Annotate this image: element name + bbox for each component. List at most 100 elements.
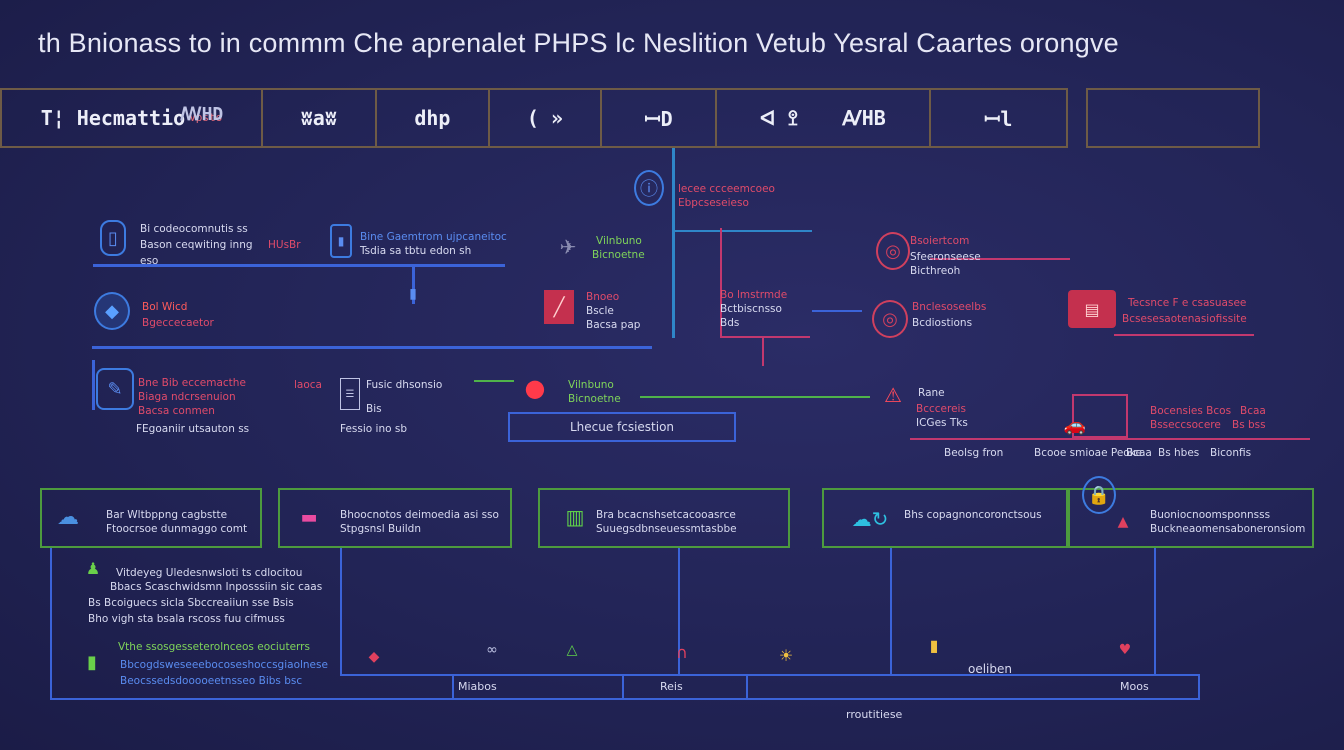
toolbar-cell-2[interactable]: ʬaʬ [263,90,377,146]
node-text: Sfeeronseese [910,251,981,263]
toolbar-cell-label: dhp [414,106,451,130]
list-icon: ☰ [340,378,360,410]
node-text: Bnoeo [586,291,620,303]
satellite-icon: ✈ [559,235,577,259]
connector-line [640,396,870,398]
fingerprint-icon: ◎ [876,232,910,270]
connector-line [672,148,675,338]
stage-text: Buoniocnoomsponnsss [1150,509,1271,521]
node-text: Bason ceqwiting inng [140,239,253,251]
connector-line [92,346,652,349]
timeline-divider [746,674,748,700]
alert-icon: ⚠ [884,383,902,407]
note-text: Bs Bcoiguecs sicla Sbccreaiiun sse Bsis [88,597,294,609]
node-text: Bsseccsocere [1150,419,1221,431]
node-text: Bds [720,317,740,329]
toolbar-cell-label: ( » [526,106,564,130]
toolbar-empty-cell[interactable] [1086,88,1260,148]
node-text: Vilnbuno [568,379,614,391]
chart-icon: ╱ [544,290,574,324]
timeline-tick [1154,548,1156,674]
heart-icon: ♥ [1118,642,1132,658]
node-text: Bacsa pap [586,319,641,331]
connector-line [720,228,722,338]
timeline-footer: rroutitiese [846,708,903,721]
person-icon: ♟ [85,558,101,578]
bell-icon: ● [524,374,546,402]
node-text: Bicthreoh [910,265,961,277]
toolbar-cell-3[interactable]: dhp [377,90,491,146]
timeline-tick [678,548,680,674]
node-text: lecee ccceemcoeo [678,183,775,195]
connector-line [92,360,95,410]
node-text: Bicnoetne [568,393,621,405]
node-text: Fusic dhsonsio [366,379,443,391]
stage-box-2[interactable] [278,488,512,548]
note-text: Beocssedsdooooeetnsseo Bibs bsc [120,675,303,687]
connector-line [672,230,812,232]
toolbar: T¦ Hecmattio Vpsto ʬaʬ dhp ( » ꟷD ᐊ ꖶ ꜸH… [0,88,1068,148]
timeline-marker: oeliben [968,662,1012,676]
node-text: Biaga ndcrsenuion [138,391,236,403]
toolbar-cell-label: ꟷD [644,106,673,131]
node-text: Bis [366,403,382,415]
stage-text: Bhs copagnoncoronctsous [904,509,1042,521]
info-icon: ⓘ [634,170,664,206]
stage-box-5[interactable] [1068,488,1314,548]
node-text: Bcsesesaotenasiofissite [1122,313,1247,325]
shield-icon: ◆ [94,292,130,330]
car-icon: 🚗 [1063,414,1087,436]
toolbar-cell-sub: Vpsto [189,111,223,124]
lock-icon: 🔒 [1082,476,1116,514]
bulb-icon: ☀ [778,645,794,665]
connector-line [930,258,1070,260]
node-text: Bi codeocomnutis ss [140,223,248,235]
page-title: th Bnionass to in commm Che aprenalet PH… [38,28,1119,58]
timeline-box[interactable] [452,674,1200,700]
connector-line [474,380,514,382]
stage-box-1[interactable] [40,488,262,548]
node-text: Bnclesoseelbs [912,301,987,313]
battery-icon: ▮ [87,651,97,673]
summary-text: Bcaa [1126,447,1152,459]
toolbar-cell-6[interactable]: ᐊ ꖶ ꜸHB [717,90,931,146]
torch-icon: ▮ [929,635,939,655]
timeline-tick [340,548,342,674]
cloud-icon: ☁ [57,504,79,530]
node-text: Bcdiostions [912,317,973,329]
note-text: Bbcogdsweseeebocoseshoccsgiaolnese [120,659,328,671]
toolbar-cell-1[interactable]: T¦ Hecmattio Vpsto [2,90,264,146]
bar-chart-icon: ▥ [565,505,585,529]
node-text: Bsoiertcom [910,235,970,247]
pin-icon: ◆ [368,649,380,665]
toolbar-cell-label-secondary: ꟿHD [180,104,224,125]
stage-text: Ftoocrsoe dunmaggo comt [106,523,248,535]
stage-text: Stpgsnsl Buildn [340,523,421,535]
node-text: Bgeccecaetor [142,317,214,329]
process-box[interactable]: Lhecue fcsiestion [508,412,736,442]
timeline-label: Miabos [458,680,497,693]
note-text: Bbacs Scaschwidsmn Inposssiin sic caas [110,581,323,593]
toolbar-cell-label: ꜸHB [842,106,886,130]
node-text: Bs bss [1232,419,1266,431]
toolbar-cell-5[interactable]: ꟷD [602,90,718,146]
toolbar-cell-7[interactable]: ꟷl [931,90,1066,146]
timeline-label: Moos [1120,680,1149,693]
node-text: Bol Wicd [142,301,188,313]
stage-box-3[interactable] [538,488,790,548]
node-text: ICGes Tks [916,417,968,429]
connector-line [910,438,1310,440]
toolbar-cell-label: T¦ Hecmattio [40,106,186,130]
node-text: Bscle [586,305,614,317]
toolbar-cell-4[interactable]: ( » [490,90,602,146]
connector-line [93,264,505,267]
connector-line [1114,334,1254,336]
connector-line [762,336,764,366]
node-text: Bctbiscnsso [720,303,782,315]
summary-text: Bcooe smioae Peoke [1034,447,1142,459]
stage-box-4[interactable] [822,488,1068,548]
node-text: Bine Gaemtrom ujpcaneitoc [360,231,507,243]
plug-icon: ▮ [409,286,417,302]
phone-icon: ▮ [330,224,352,258]
node-text: eso [140,255,159,267]
